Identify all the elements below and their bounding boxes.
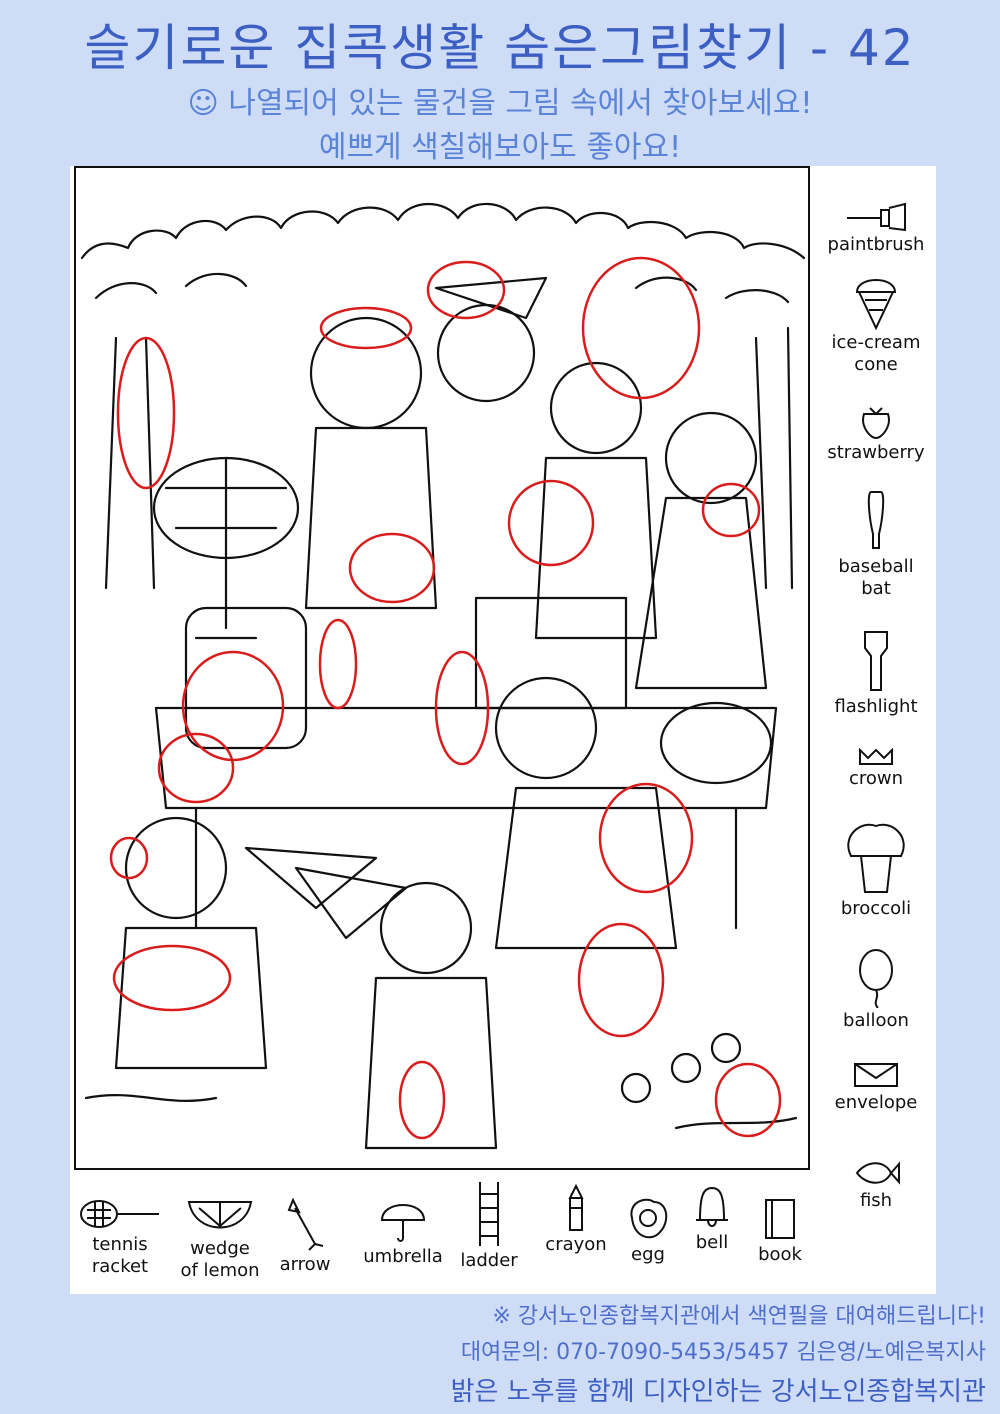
answer-circle: [714, 1062, 782, 1138]
fried-egg-icon: [630, 1198, 668, 1239]
answer-circle: [507, 479, 595, 567]
answer-circle: [701, 482, 761, 538]
watermelon-slices: [244, 846, 408, 940]
scene-drawing: [80, 202, 806, 1150]
bear-right-head: [549, 361, 643, 455]
flower: [670, 1052, 702, 1084]
footer-slogan: 밝은 노후를 함께 디자인하는 강서노인종합복지관: [450, 1377, 986, 1407]
picnic-scene-illustration: [74, 166, 810, 1170]
page-title: 슬기로운 집콕생활 숨은그림찾기 - 42: [84, 19, 916, 77]
item-crayon: crayon: [536, 1184, 616, 1256]
crayon-icon: [568, 1184, 584, 1231]
footer-notice: ※ 강서노인종합복지관에서 색연필을 대여해드립니다!: [492, 1304, 986, 1329]
item-broccoli: broccoli: [822, 816, 930, 920]
envelope-icon: [854, 1063, 898, 1087]
answer-circle: [112, 944, 232, 1012]
item-flashlight: flashlight: [822, 628, 930, 718]
bear-small-head: [379, 881, 473, 975]
answer-circle: [116, 336, 176, 490]
item-crown: crown: [822, 746, 930, 790]
tree-trunk-right: [754, 326, 794, 590]
bear-chef-head: [309, 316, 423, 430]
ladder-icon: [479, 1182, 499, 1246]
tree-canopy: [80, 202, 806, 260]
bell-icon: [696, 1186, 728, 1227]
instruction-line-1: ☺ 나열되어 있는 물건을 그림 속에서 찾아보세요!: [187, 86, 813, 121]
strawberry-icon: [862, 407, 890, 440]
puzzle-sheet: paintbrush ice-cream cone strawberry bas…: [70, 166, 936, 1294]
answer-circle: [181, 650, 285, 762]
item-baseball-bat: baseball bat: [822, 488, 930, 600]
answer-circle: [318, 618, 358, 710]
item-tennis-racket: tennis racket: [70, 1196, 170, 1278]
answer-circle: [348, 532, 436, 604]
picnic-basket: [474, 596, 628, 710]
tree-trunk-left: [104, 336, 156, 590]
item-bell: bell: [682, 1184, 742, 1254]
answer-circle: [319, 306, 413, 350]
crown-icon: [859, 747, 893, 765]
bear-left-head: [124, 816, 228, 920]
item-fish: fish: [822, 1158, 930, 1212]
ice-cream-cone-icon: [855, 279, 897, 330]
girl-bear-head: [664, 411, 758, 505]
item-strawberry: strawberry: [822, 402, 930, 464]
item-envelope: envelope: [822, 1060, 930, 1114]
lemon-wedge-icon: [187, 1201, 253, 1229]
item-umbrella: umbrella: [358, 1196, 448, 1268]
umbrella-icon: [380, 1204, 426, 1242]
baseball-bat-icon: [867, 491, 885, 549]
item-egg: egg: [618, 1196, 678, 1266]
item-balloon: balloon: [822, 948, 930, 1032]
answer-circle: [434, 650, 490, 766]
fox-head: [436, 303, 536, 403]
fish-icon: [855, 1161, 900, 1185]
item-ice-cream-cone: ice-cream cone: [822, 270, 930, 376]
item-wedge-of-lemon: wedge of lemon: [172, 1196, 268, 1282]
balloon-icon: [859, 949, 893, 1008]
item-book: book: [750, 1196, 810, 1266]
drink-barrel: [184, 606, 308, 750]
answer-circle: [109, 836, 149, 880]
tennis-racket-icon: [80, 1200, 159, 1228]
answer-circle: [157, 732, 235, 804]
answer-circle: [426, 260, 506, 320]
answer-circle: [398, 1060, 446, 1140]
instruction-line-2: 예쁘게 색칠해보아도 좋아요!: [318, 130, 682, 165]
book-icon: [765, 1199, 795, 1239]
answer-circle: [577, 922, 665, 1038]
elephant-head: [494, 676, 598, 780]
footer-contact: 대여문의: 070-7090-5453/5457 김은영/노예은복지사: [460, 1340, 986, 1365]
item-arrow: arrow: [270, 1196, 340, 1276]
arrow-icon: [287, 1197, 324, 1251]
item-ladder: ladder: [454, 1180, 524, 1272]
polka-dot-bowl: [659, 701, 773, 785]
item-paintbrush: paintbrush: [822, 196, 930, 256]
flashlight-icon: [864, 631, 888, 691]
paintbrush-icon: [847, 202, 906, 232]
broccoli-icon: [847, 823, 905, 893]
answer-circle: [598, 782, 694, 894]
answer-circle: [581, 256, 701, 400]
